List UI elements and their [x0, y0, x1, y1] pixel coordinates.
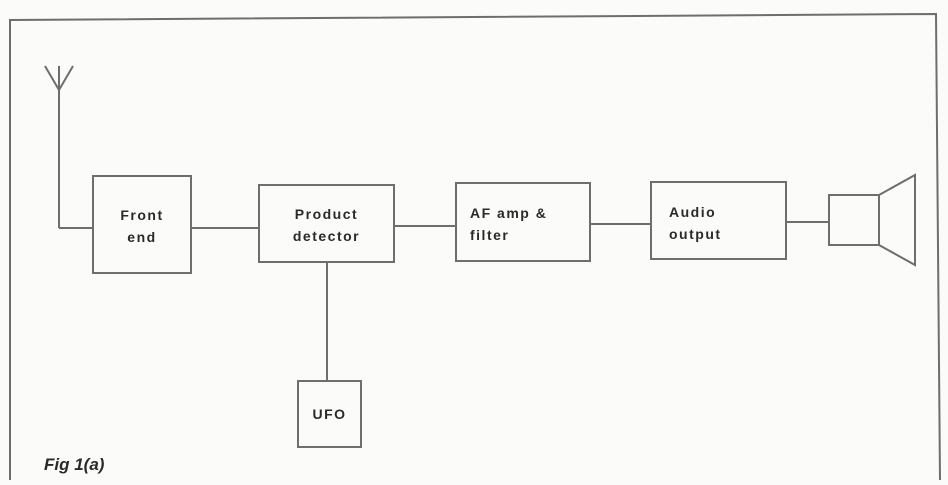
af-amp-filter-block	[455, 182, 591, 262]
product-detector-label-line1: Product	[294, 206, 359, 222]
ufo-label-text: UFO	[312, 406, 347, 422]
front-end-block	[92, 175, 192, 274]
frame-border	[9, 12, 941, 481]
product-detector-block	[258, 184, 395, 263]
af-amp-filter-label-line1: AF amp &	[470, 205, 548, 221]
audio-output-label: Audio output	[669, 201, 722, 245]
audio-output-label-line2: output	[669, 226, 722, 242]
antenna-icon	[44, 65, 93, 229]
product-detector-label-line2: detector	[292, 228, 361, 244]
audio-output-block	[650, 181, 787, 260]
af-amp-filter-label-line2: filter	[470, 227, 510, 243]
ufo-block	[297, 380, 362, 448]
audio-output-label-line1: Audio	[669, 204, 717, 220]
figure-caption: Fig 1(a)	[44, 455, 105, 474]
front-end-label: Front end	[93, 204, 191, 248]
af-amp-filter-label: AF amp & filter	[470, 202, 547, 246]
ufo-label: UFO	[298, 403, 361, 425]
front-end-label-line2: end	[127, 229, 157, 245]
loudspeaker-icon	[828, 173, 916, 267]
product-detector-label: Product detector	[259, 203, 394, 247]
front-end-label-line1: Front	[120, 207, 164, 223]
